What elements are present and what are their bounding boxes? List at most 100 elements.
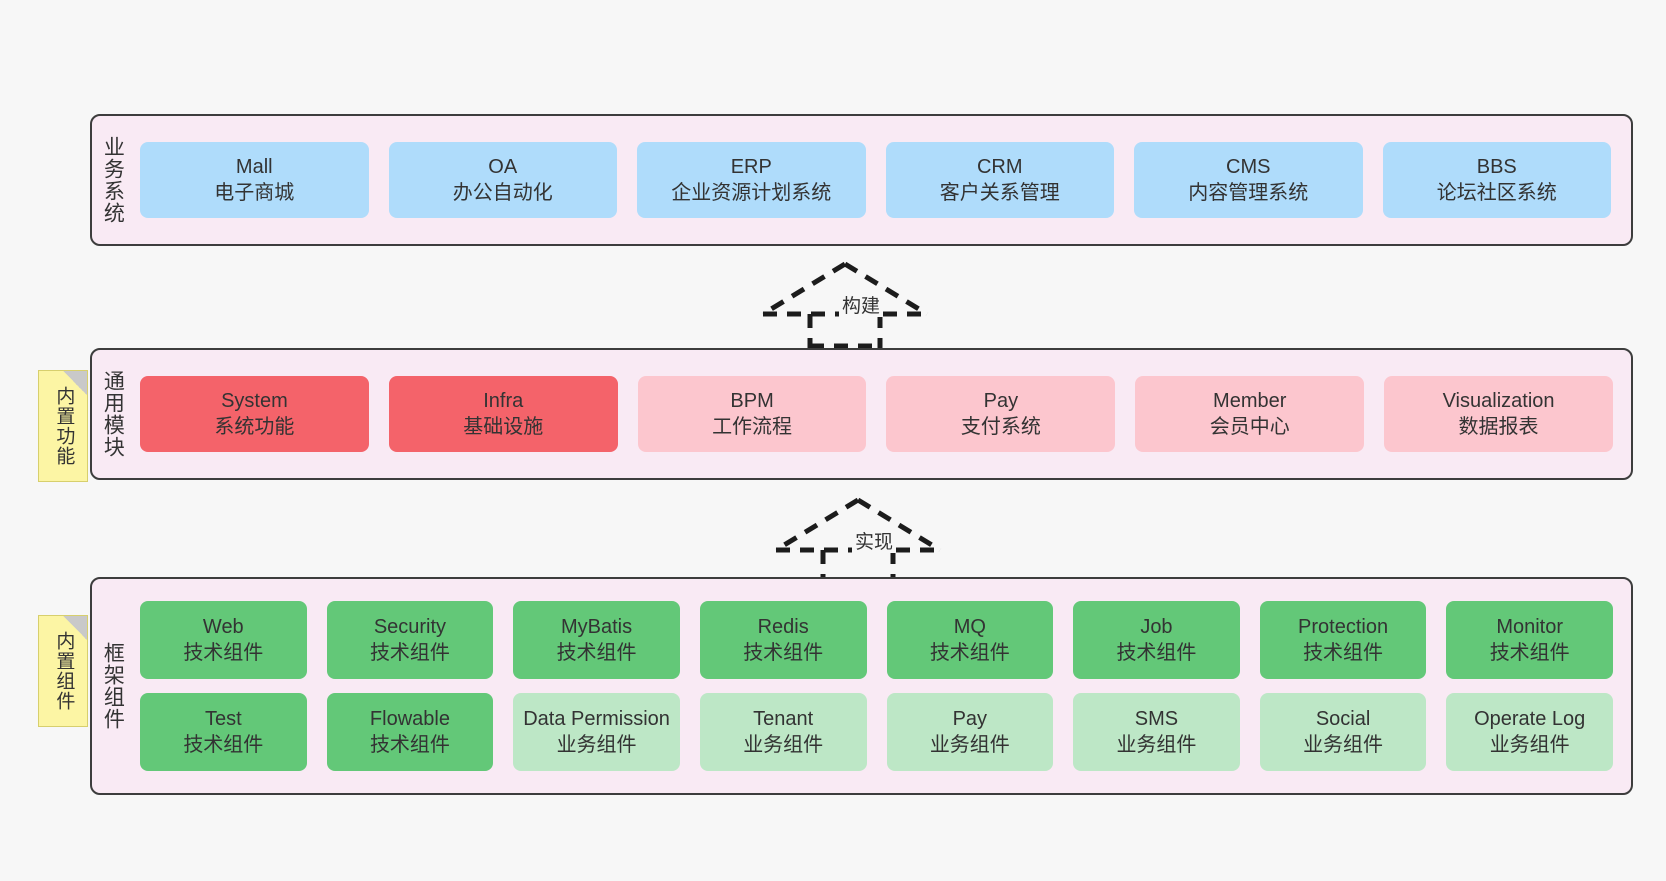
card-subtitle: 论坛社区系统 [1436,182,1557,204]
card-title: Job [1140,615,1173,638]
card-erp[interactable]: ERP 企业资源计划系统 [637,142,866,218]
layer-framework-component-title: 框架组件 [101,642,125,730]
layer-business-system-title: 业务系统 [101,136,125,224]
card-redis[interactable]: Redis 技术组件 [699,601,867,679]
card-subtitle: 企业资源计划系统 [671,182,832,204]
card-title: OA [488,155,518,178]
card-title: SMS [1134,707,1179,730]
layer-framework-component: 框架组件 Web 技术组件 Security 技术组件 MyBatis 技术组件… [90,577,1633,795]
card-subtitle: 电子商城 [214,182,295,204]
card-title: System [221,389,288,412]
card-web[interactable]: Web 技术组件 [140,601,307,679]
card-flowable[interactable]: Flowable 技术组件 [326,693,494,771]
card-title: Test [204,707,242,730]
card-test[interactable]: Test 技术组件 [140,693,307,771]
card-title: BBS [1476,155,1517,178]
card-data-permission[interactable]: Data Permission 业务组件 [513,693,680,771]
connector-realize-label: 实现 [852,532,897,553]
layer-common-module-title: 通用模块 [101,370,125,458]
card-subtitle: 技术组件 [743,642,824,664]
card-infra[interactable]: Infra 基础设施 [388,376,618,452]
note-builtin-function: 内置功能 [38,370,88,482]
card-title: Protection [1298,615,1389,638]
layer-business-system: 业务系统 Mall 电子商城 OA 办公自动化 ERP 企业资源计划系统 CRM… [90,114,1633,246]
framework-card-row-business: Test 技术组件 Flowable 技术组件 Data Permission … [140,693,1613,771]
layer-business-system-body: Mall 电子商城 OA 办公自动化 ERP 企业资源计划系统 CRM 客户关系… [132,116,1631,244]
note-fold-icon [63,616,87,640]
card-mq[interactable]: MQ 技术组件 [886,601,1054,679]
card-subtitle: 业务组件 [743,734,824,756]
card-title: Mall [235,155,273,178]
card-pay-business[interactable]: Pay 业务组件 [886,693,1054,771]
card-subtitle: 技术组件 [1116,642,1197,664]
card-title: Visualization [1442,389,1555,412]
card-operate-log[interactable]: Operate Log 业务组件 [1446,693,1613,771]
card-protection[interactable]: Protection 技术组件 [1259,601,1427,679]
card-title: Monitor [1496,615,1564,638]
card-title: Flowable [369,707,450,730]
card-subtitle: 技术组件 [556,642,637,664]
card-title: Social [1315,707,1371,730]
card-monitor[interactable]: Monitor 技术组件 [1446,601,1613,679]
note-builtin-function-label: 内置功能 [53,386,75,466]
card-crm[interactable]: CRM 客户关系管理 [885,142,1114,218]
card-title: Infra [483,389,524,412]
card-visualization[interactable]: Visualization 数据报表 [1384,376,1613,452]
card-title: ERP [730,155,772,178]
card-title: Pay [952,707,988,730]
card-subtitle: 内容管理系统 [1188,182,1309,204]
card-sms[interactable]: SMS 业务组件 [1073,693,1240,771]
card-title: MyBatis [561,615,633,638]
note-builtin-component: 内置组件 [38,615,88,727]
card-title: Tenant [753,707,814,730]
card-subtitle: 业务组件 [1489,734,1570,756]
card-title: CRM [976,155,1023,178]
card-job[interactable]: Job 技术组件 [1073,601,1240,679]
connector-build: 构建 [755,258,935,348]
card-subtitle: 技术组件 [369,642,450,664]
card-subtitle: 业务组件 [1303,734,1384,756]
card-bpm[interactable]: BPM 工作流程 [637,376,867,452]
card-subtitle: 业务组件 [556,734,637,756]
connector-realize: 实现 [768,494,948,584]
card-title: BPM [730,389,774,412]
card-subtitle: 支付系统 [960,416,1041,438]
card-tenant[interactable]: Tenant 业务组件 [699,693,867,771]
note-fold-icon [63,371,87,395]
business-card-row: Mall 电子商城 OA 办公自动化 ERP 企业资源计划系统 CRM 客户关系… [140,142,1611,218]
card-security[interactable]: Security 技术组件 [326,601,494,679]
card-subtitle: 办公自动化 [452,182,553,204]
card-bbs[interactable]: BBS 论坛社区系统 [1382,142,1611,218]
card-title: CMS [1226,155,1271,178]
card-title: Redis [757,615,809,638]
card-subtitle: 客户关系管理 [939,182,1060,204]
card-subtitle: 技术组件 [1489,642,1570,664]
card-subtitle: 工作流程 [712,416,793,438]
layer-framework-component-body: Web 技术组件 Security 技术组件 MyBatis 技术组件 Redi… [132,579,1631,793]
card-subtitle: 基础设施 [463,416,544,438]
card-subtitle: 技术组件 [1303,642,1384,664]
card-pay[interactable]: Pay 支付系统 [886,376,1116,452]
card-subtitle: 业务组件 [1116,734,1197,756]
card-title: Pay [983,389,1019,412]
card-subtitle: 技术组件 [929,642,1010,664]
card-mall[interactable]: Mall 电子商城 [140,142,369,218]
connector-build-label: 构建 [839,296,884,317]
card-mybatis[interactable]: MyBatis 技术组件 [513,601,680,679]
card-title: Data Permission [523,707,670,730]
layer-common-module: 通用模块 System 系统功能 Infra 基础设施 BPM 工作流程 Pay… [90,348,1633,480]
card-title: Member [1213,389,1287,412]
card-subtitle: 技术组件 [183,734,264,756]
card-system[interactable]: System 系统功能 [140,376,369,452]
card-social[interactable]: Social 业务组件 [1259,693,1427,771]
card-title: MQ [953,615,986,638]
card-subtitle: 数据报表 [1458,416,1539,438]
card-oa[interactable]: OA 办公自动化 [388,142,617,218]
card-title: Security [373,615,447,638]
card-subtitle: 系统功能 [214,416,295,438]
card-cms[interactable]: CMS 内容管理系统 [1134,142,1363,218]
card-title: Operate Log [1474,707,1586,730]
layer-common-module-body: System 系统功能 Infra 基础设施 BPM 工作流程 Pay 支付系统… [132,350,1631,478]
card-member[interactable]: Member 会员中心 [1135,376,1365,452]
